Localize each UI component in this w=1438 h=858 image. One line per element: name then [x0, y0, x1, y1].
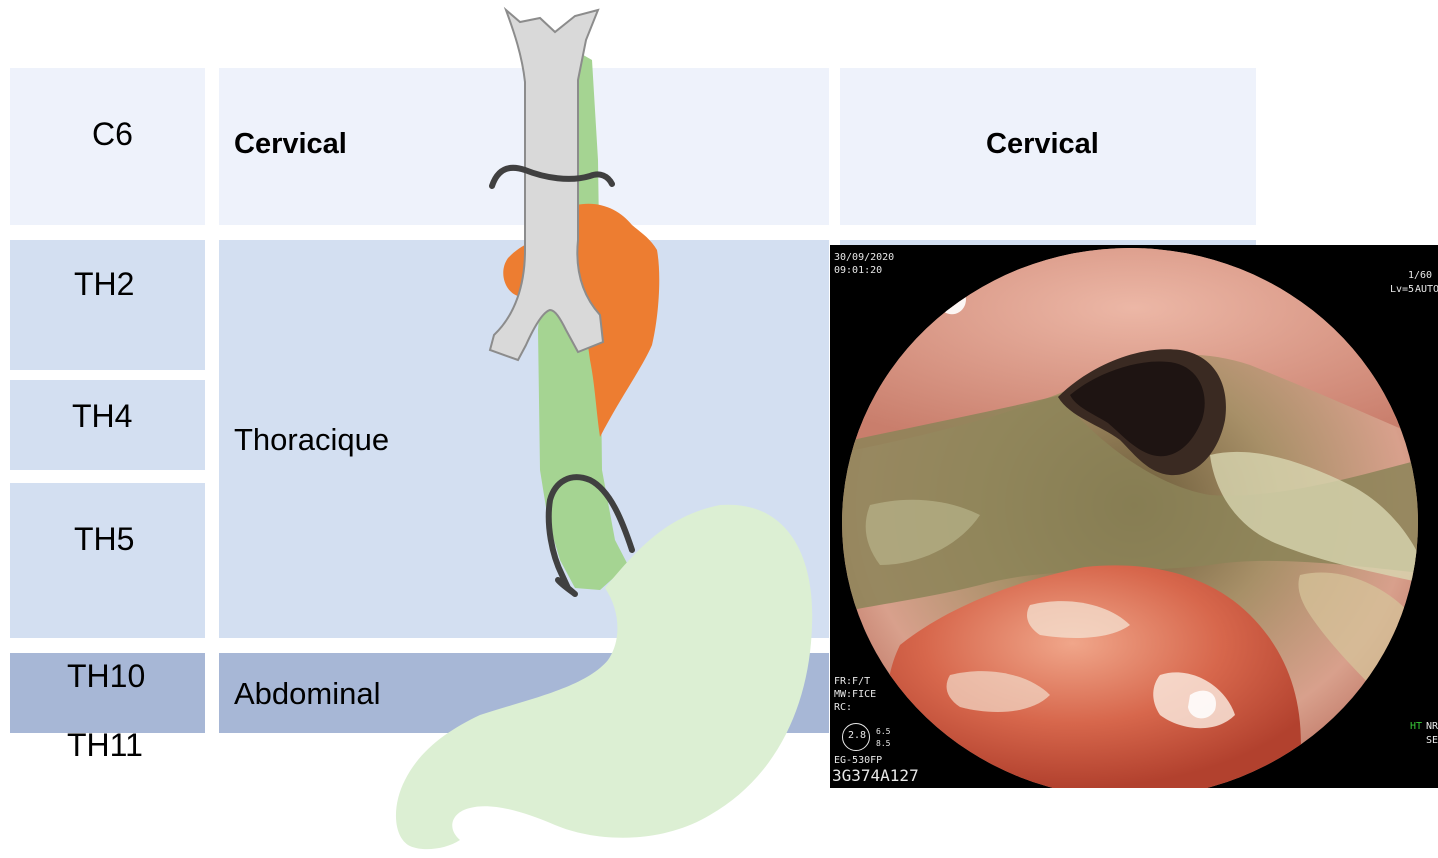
overlay-date: 30/09/2020: [834, 251, 894, 264]
overlay-nr: NR: [1426, 720, 1438, 733]
overlay-gauge-side-b: 8.5: [876, 737, 890, 750]
overlay-rc: RC:: [834, 701, 852, 714]
overlay-time: 09:01:20: [834, 264, 882, 277]
overlay-fr: FR:F/T: [834, 675, 870, 688]
overlay-mw: MW:FICE: [834, 688, 876, 701]
overlay-mode: AUTO: [1415, 283, 1438, 296]
endoscopy-image: 30/09/2020 09:01:20 1/60 Lv=5 AUTO FR:F/…: [830, 245, 1438, 788]
overlay-shutter: 1/60: [1408, 269, 1432, 282]
overlay-se: SE: [1426, 734, 1438, 747]
overlay-gauge: 2.8: [848, 729, 866, 742]
overlay-ht: HT: [1410, 720, 1422, 733]
overlay-serial: 3G374A127: [832, 767, 919, 785]
overlay-level: Lv=5: [1390, 283, 1414, 296]
